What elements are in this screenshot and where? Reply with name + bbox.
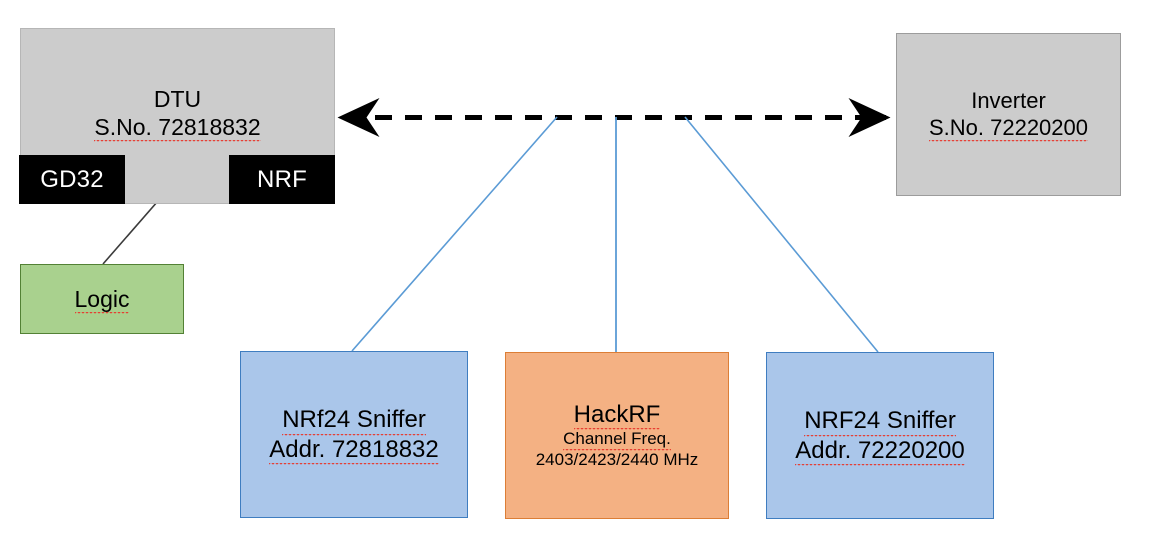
dtu-serial: S.No. 72818832 (94, 113, 261, 144)
tap-wire-right (684, 116, 879, 353)
hackrf-title-text: HackRF (573, 401, 661, 432)
hackrf-box[interactable]: HackRF Channel Freq. 2403/2423/2440 MHz (505, 352, 729, 519)
logic-label: Logic (74, 285, 130, 316)
inverter-serial: S.No. 72220200 (928, 114, 1089, 144)
hackrf-channel-text: Channel Freq. (563, 429, 671, 452)
sniffer-right-address: Addr. 72220200 (795, 436, 965, 468)
sniffer-left-address: Addr. 72818832 (269, 435, 439, 467)
hackrf-channel-label: Channel Freq. (563, 429, 671, 452)
sniffer-right-box[interactable]: NRF24 Sniffer Addr. 72220200 (766, 352, 994, 519)
sniffer-left-address-text: Addr. 72818832 (269, 435, 439, 467)
tap-wire-left (351, 116, 558, 352)
dtu-title: DTU (153, 86, 202, 112)
sniffer-left-box[interactable]: NRf24 Sniffer Addr. 72818832 (240, 351, 468, 518)
sniffer-right-title-text: NRF24 Sniffer (804, 407, 956, 438)
logic-analyzer-box[interactable]: Logic (20, 264, 184, 334)
gd32-chip[interactable]: GD32 (19, 155, 125, 204)
hackrf-title: HackRF (573, 400, 661, 432)
nrf-chip[interactable]: NRF (229, 155, 335, 204)
inverter-title: Inverter (971, 87, 1046, 113)
sniffer-left-title-text: NRf24 Sniffer (282, 406, 426, 437)
inverter-device-box[interactable]: Inverter S.No. 72220200 (896, 33, 1121, 196)
gd32-chip-label: GD32 (40, 165, 104, 193)
nrf-chip-label: NRF (257, 165, 307, 193)
sniffer-left-title: NRf24 Sniffer (282, 405, 426, 437)
sniffer-right-address-text: Addr. 72220200 (795, 436, 965, 468)
hackrf-frequencies: 2403/2423/2440 MHz (535, 450, 699, 470)
sniffer-right-title: NRF24 Sniffer (804, 406, 956, 438)
inverter-serial-text: S.No. 72220200 (928, 114, 1089, 144)
dtu-serial-text: S.No. 72818832 (94, 114, 261, 144)
